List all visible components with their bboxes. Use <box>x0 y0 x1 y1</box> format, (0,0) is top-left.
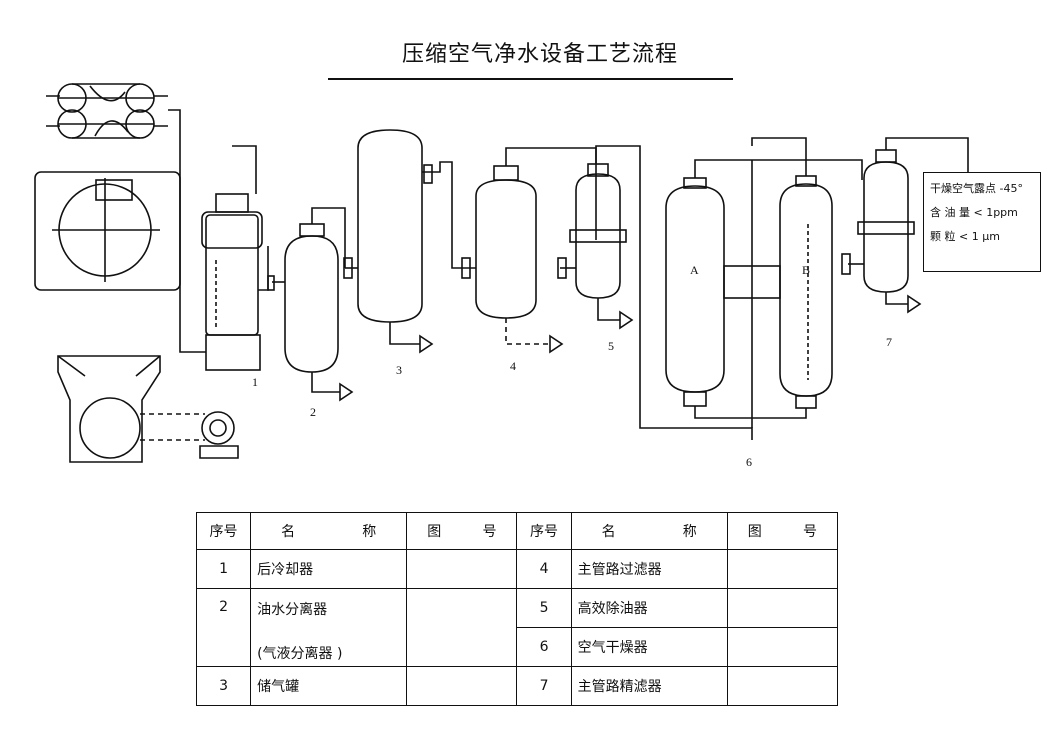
row-name: 后冷却器 <box>250 549 408 589</box>
row-no: 7 <box>516 666 572 706</box>
table-row: 2 油水分离器 (气液分离器 ) 5 高效除油器 <box>195 588 839 667</box>
dryer-label-a: A <box>690 263 699 277</box>
row-name-main: 油水分离器 <box>257 602 328 618</box>
table-row: 6 空气干燥器 <box>197 627 839 667</box>
row-drawing <box>726 666 839 706</box>
table-row: 3 储气罐 7 主管路精滤器 <box>195 666 839 706</box>
row-drawing <box>726 588 839 628</box>
label-4: 4 <box>510 359 516 373</box>
table-header-row: 序号 名称 图号 序号 名称 图号 <box>195 512 839 550</box>
row-name: 油水分离器 (气液分离器 ) <box>250 588 408 667</box>
row-no: 5 <box>516 588 572 628</box>
pipe-compressor-to-aftercooler <box>168 109 206 353</box>
main-line-filter-icon <box>451 147 597 354</box>
row-name: 高效除油器 <box>570 588 728 628</box>
label-1: 1 <box>252 375 258 389</box>
header-name-right: 名称 <box>570 512 728 550</box>
header-no-right: 序号 <box>516 512 572 550</box>
spec-oil-content: 含 油 量 < 1ppm <box>930 206 1018 219</box>
row-name: 空气干燥器 <box>570 627 728 667</box>
label-6: 6 <box>746 455 752 469</box>
label-3: 3 <box>396 363 402 377</box>
header-name: 名称 <box>250 512 408 550</box>
oil-remover-icon <box>557 145 641 330</box>
receiver-tank-icon <box>343 129 453 354</box>
label-2: 2 <box>310 405 316 419</box>
header-no: 序号 <box>195 512 252 550</box>
label-7: 7 <box>886 335 892 349</box>
label-5: 5 <box>608 339 614 353</box>
row-name: 主管路精滤器 <box>570 666 728 706</box>
row-drawing <box>726 549 839 589</box>
row-no: 2 <box>195 588 252 667</box>
row-name: 储气罐 <box>250 666 408 706</box>
row-no: 4 <box>516 549 572 589</box>
header-drawing-no: 图号 <box>406 512 518 550</box>
row-drawing <box>726 627 839 667</box>
spec-particle-size: 颗 粒 < 1 μm <box>930 230 1000 243</box>
header-drawing-no-right: 图号 <box>726 512 839 550</box>
row-drawing <box>406 588 518 667</box>
fine-filter-icon <box>841 137 969 314</box>
aftercooler-icon <box>201 145 263 371</box>
row-name: 主管路过滤器 <box>570 549 728 589</box>
spec-box: 干燥空气露点 -45° 含 油 量 < 1ppm 颗 粒 < 1 μm <box>923 172 1041 272</box>
diagram-title: 压缩空气净水设备工艺流程 <box>401 42 678 67</box>
row-name-note: (气液分离器 ) <box>257 646 343 662</box>
equipment-table: 序号 名称 图号 序号 名称 图号 1 后冷却器 4 主管路过滤器 2 油水分离… <box>195 512 839 706</box>
row-no: 6 <box>516 627 572 667</box>
title-underline <box>328 78 733 80</box>
row-no: 1 <box>195 549 252 589</box>
dryer-label-b: B <box>802 263 810 277</box>
spec-dewpoint: 干燥空气露点 -45° <box>930 182 1023 195</box>
row-drawing <box>406 666 518 706</box>
row-no: 3 <box>195 666 252 706</box>
air-dryer-icon <box>639 137 863 440</box>
compressor-icon <box>34 83 239 463</box>
oil-water-separator-icon <box>267 207 354 402</box>
table-row: 1 后冷却器 4 主管路过滤器 <box>195 549 839 589</box>
row-drawing <box>406 549 518 589</box>
